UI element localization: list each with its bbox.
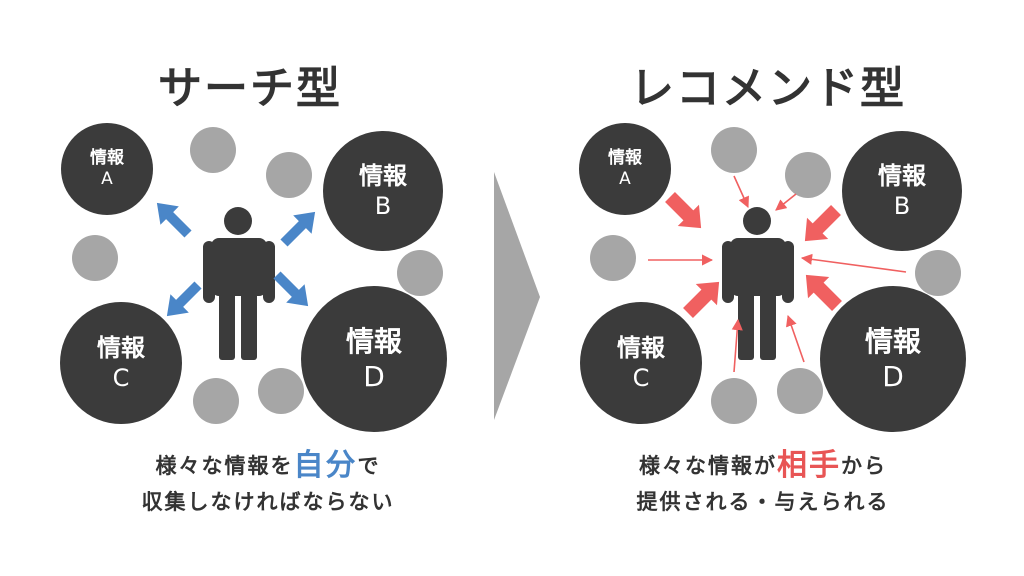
person-icon <box>203 207 275 360</box>
info-circle-a: 情報 A <box>61 123 153 215</box>
red-arrow-icon <box>804 205 841 242</box>
info-circle-label: 情報 <box>359 162 407 190</box>
caption-line-2: 収集しなければならない <box>141 490 395 514</box>
info-circle-letter: D <box>363 360 385 393</box>
caption-line-1: 様々な情報が相手から <box>553 448 973 484</box>
thin-red-arrow-icon <box>800 253 907 273</box>
caption-highlight: 相手 <box>777 448 841 483</box>
info-circle-letter: C <box>632 364 650 392</box>
thin-red-arrow-icon <box>775 193 797 211</box>
info-circle-d: 情報 D <box>820 286 966 432</box>
info-circle-letter: B <box>893 192 911 220</box>
red-arrow-icon <box>665 192 702 229</box>
grey-circle <box>258 368 304 414</box>
recommend-type-caption: 様々な情報が相手から 提供される・与えられる <box>553 448 973 520</box>
grey-circle <box>266 152 312 198</box>
caption-text: 様々な情報が <box>639 454 777 478</box>
info-circle-d: 情報 D <box>301 286 447 432</box>
blue-arrow-icon <box>280 211 316 247</box>
info-circle-b: 情報 B <box>842 131 962 251</box>
info-circle-letter: D <box>882 360 904 393</box>
blue-arrow-icon <box>166 281 202 317</box>
grey-circle <box>711 378 757 424</box>
info-circle-label: 情報 <box>864 325 921 358</box>
info-circle-label: 情報 <box>97 334 145 362</box>
grey-circle <box>915 250 961 296</box>
info-circle-label: 情報 <box>90 147 124 168</box>
info-circle-label: 情報 <box>617 334 665 362</box>
grey-circle <box>193 378 239 424</box>
search-type-title: サーチ型 <box>158 63 342 114</box>
grey-circle <box>397 250 443 296</box>
caption-text: から <box>841 454 887 478</box>
thin-red-arrow-icon <box>731 318 743 373</box>
info-circle-letter: C <box>112 364 130 392</box>
grey-circle <box>590 235 636 281</box>
grey-circle <box>785 152 831 198</box>
grey-circle <box>777 368 823 414</box>
info-circle-label: 情報 <box>608 147 642 168</box>
info-circle-b: 情報 B <box>323 131 443 251</box>
info-circle-a: 情報 A <box>579 123 671 215</box>
caption-line-2: 提供される・与えられる <box>636 490 890 514</box>
info-circle-label: 情報 <box>878 162 926 190</box>
caption-highlight: 自分 <box>293 448 358 483</box>
caption-line-1: 様々な情報を自分で <box>58 448 478 484</box>
thin-red-arrow-icon <box>786 314 805 363</box>
transition-arrow-icon <box>494 172 540 420</box>
thin-red-arrow-icon <box>733 175 749 209</box>
info-circle-letter: A <box>101 169 113 189</box>
blue-arrow-icon <box>156 202 192 238</box>
info-circle-letter: A <box>619 169 631 189</box>
info-circle-label: 情報 <box>345 325 402 358</box>
person-icon <box>722 207 794 360</box>
recommend-type-title: レコメンド型 <box>630 63 906 114</box>
grey-circle <box>190 127 236 173</box>
info-circle-letter: B <box>374 192 392 220</box>
caption-text: 様々な情報を <box>155 454 294 478</box>
info-circle-c: 情報 C <box>580 302 702 424</box>
grey-circle <box>72 235 118 281</box>
grey-circle <box>711 127 757 173</box>
red-arrow-icon <box>683 281 720 318</box>
info-circle-c: 情報 C <box>60 302 182 424</box>
caption-text: で <box>357 454 381 478</box>
search-type-caption: 様々な情報を自分で 収集しなければならない <box>58 448 478 520</box>
blue-arrow-icon <box>273 271 309 307</box>
red-arrow-icon <box>805 274 842 311</box>
